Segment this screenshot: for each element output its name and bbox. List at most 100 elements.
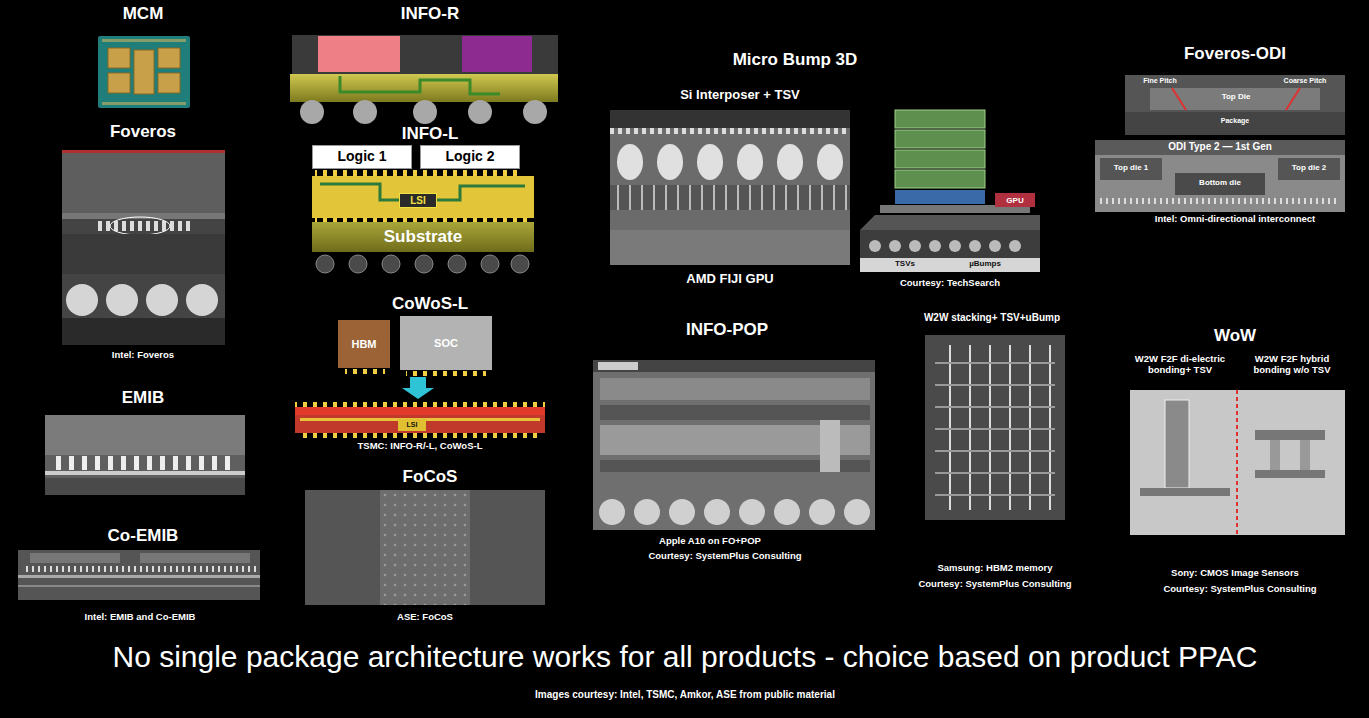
emib-photo-part <box>45 415 245 495</box>
hbm-stack-drawing-part <box>929 240 941 252</box>
w2w-photo-part <box>935 345 1055 510</box>
wow-photo-part <box>1140 488 1230 496</box>
si-interposer-photo-part <box>610 230 850 265</box>
cowos-l-drawing-part <box>345 369 385 374</box>
odi-photo-part <box>1100 158 1162 180</box>
si-interposer-photo-part <box>610 110 850 265</box>
si-interposer-photo-part <box>617 144 643 180</box>
image-caption: ASE: FoCoS <box>397 612 453 623</box>
w2w-photo <box>925 335 1065 520</box>
panel-heading: INFO-L <box>402 124 459 144</box>
info-pop-photo-part <box>704 499 730 525</box>
info-pop-photo-part <box>634 499 660 525</box>
hbm-stack-drawing-part <box>969 240 981 252</box>
hbm-stack-drawing-part <box>860 230 1040 258</box>
node-text: SOC <box>434 337 458 349</box>
panel-heading: FoCoS <box>403 467 458 487</box>
part-label: Fine Pitch <box>1143 77 1176 85</box>
die-box: LSI <box>399 193 437 208</box>
panel-heading: Co-EMIB <box>108 526 179 546</box>
info-pop-photo <box>593 360 875 530</box>
node-text: LSI <box>410 195 426 206</box>
wow-photo <box>1130 390 1345 535</box>
hbm-stack-drawing-part <box>895 130 985 148</box>
image-caption: Sony: CMOS Image Sensors <box>1171 568 1299 579</box>
wow-photo-part <box>1165 400 1189 488</box>
image-caption: Intel: Foveros <box>112 350 174 361</box>
info-pop-photo-part <box>600 405 870 420</box>
image-caption: W2W F2F hybrid bonding w/o TSV <box>1242 354 1342 376</box>
info-r-drawing-part <box>413 100 437 124</box>
node-text: LSI <box>407 421 418 429</box>
si-interposer-photo-part <box>610 185 850 210</box>
credit-note: Images courtesy: Intel, TSMC, Amkor, ASE… <box>535 689 835 701</box>
cowos-l-drawing-part <box>300 433 540 438</box>
wow-photo-part <box>1270 440 1280 470</box>
part-label: GPU <box>1006 196 1023 205</box>
hbm-stack-drawing-part <box>889 240 901 252</box>
panel-heading: EMIB <box>122 388 165 408</box>
info-pop-photo-part <box>599 499 625 525</box>
mcm-chip-part <box>98 36 190 108</box>
info-r-drawing-part <box>290 74 558 102</box>
substrate-box: Substrate <box>312 222 534 252</box>
mcm-chip-part <box>108 48 130 68</box>
foveros-photo-part <box>62 150 225 153</box>
info-l-drawing-part <box>481 255 499 273</box>
image-caption: Courtesy: TechSearch <box>900 278 1000 289</box>
node-text: Logic 2 <box>445 149 494 164</box>
cowos-l-drawing <box>295 369 545 438</box>
die-box: SOC <box>400 316 492 370</box>
odi-photo-part <box>1095 140 1345 155</box>
hbm-stack-drawing-part <box>895 150 985 168</box>
co-emib-photo-part <box>18 585 260 587</box>
hbm-stack-drawing-part <box>1009 240 1021 252</box>
emib-photo-part <box>52 456 238 470</box>
wow-photo-part <box>1300 440 1310 470</box>
panel-heading: WoW <box>1214 326 1256 346</box>
si-interposer-photo-part <box>697 144 723 180</box>
image-caption: Courtesy: SystemPlus Consulting <box>648 551 801 562</box>
image-caption: ODI Type 2 — 1st Gen <box>1168 141 1272 153</box>
info-r-drawing-part <box>340 76 500 94</box>
odi-photo-part <box>1278 158 1340 180</box>
emib-photo-part <box>45 478 245 495</box>
hbm-stack-drawing-part <box>909 240 921 252</box>
mcm-chip-part <box>158 73 180 93</box>
co-emib-photo-part <box>140 553 250 563</box>
die-box: Logic 1 <box>312 145 412 169</box>
info-r-drawing-part <box>468 100 492 124</box>
mcm-chip-part <box>158 48 180 68</box>
co-emib-photo <box>18 550 260 600</box>
odi-photo-part <box>1095 140 1345 212</box>
info-r-drawing-part <box>523 100 547 124</box>
image-caption: Si Interposer + TSV <box>680 88 800 103</box>
die-box: HBM <box>338 320 390 368</box>
info-pop-photo-part <box>739 499 765 525</box>
image-caption: TSMC: INFO-R/-L, CoWoS-L <box>358 441 483 452</box>
focos-photo <box>305 490 545 605</box>
info-pop-photo-part <box>809 499 835 525</box>
foveros-photo-part <box>186 284 218 316</box>
hbm-stack-drawing-part <box>860 215 1040 230</box>
hbm-stack-drawing-part <box>895 170 985 188</box>
info-r-drawing <box>290 35 558 124</box>
info-pop-photo-part <box>593 360 875 372</box>
emib-photo-part <box>45 415 245 455</box>
co-emib-photo-part <box>18 575 260 578</box>
focos-photo-part <box>380 490 470 605</box>
foveros-photo-part <box>62 234 225 274</box>
image-caption: W2W stacking+ TSV+uBump <box>924 312 1060 324</box>
panel-heading: INFO-POP <box>686 320 768 340</box>
slide-title: No single package architecture works for… <box>112 640 1257 675</box>
odi-photo-part <box>1175 173 1265 195</box>
part-label: Top die 1 <box>1114 163 1149 172</box>
info-l-drawing-part <box>448 255 466 273</box>
foveros-photo-part <box>146 284 178 316</box>
mcm-chip-part <box>108 73 130 93</box>
odi-photo-part <box>1125 75 1345 135</box>
part-label: Bottom die <box>1199 178 1241 187</box>
cowos-l-drawing-part <box>402 377 434 399</box>
info-l-drawing-part <box>511 255 529 273</box>
